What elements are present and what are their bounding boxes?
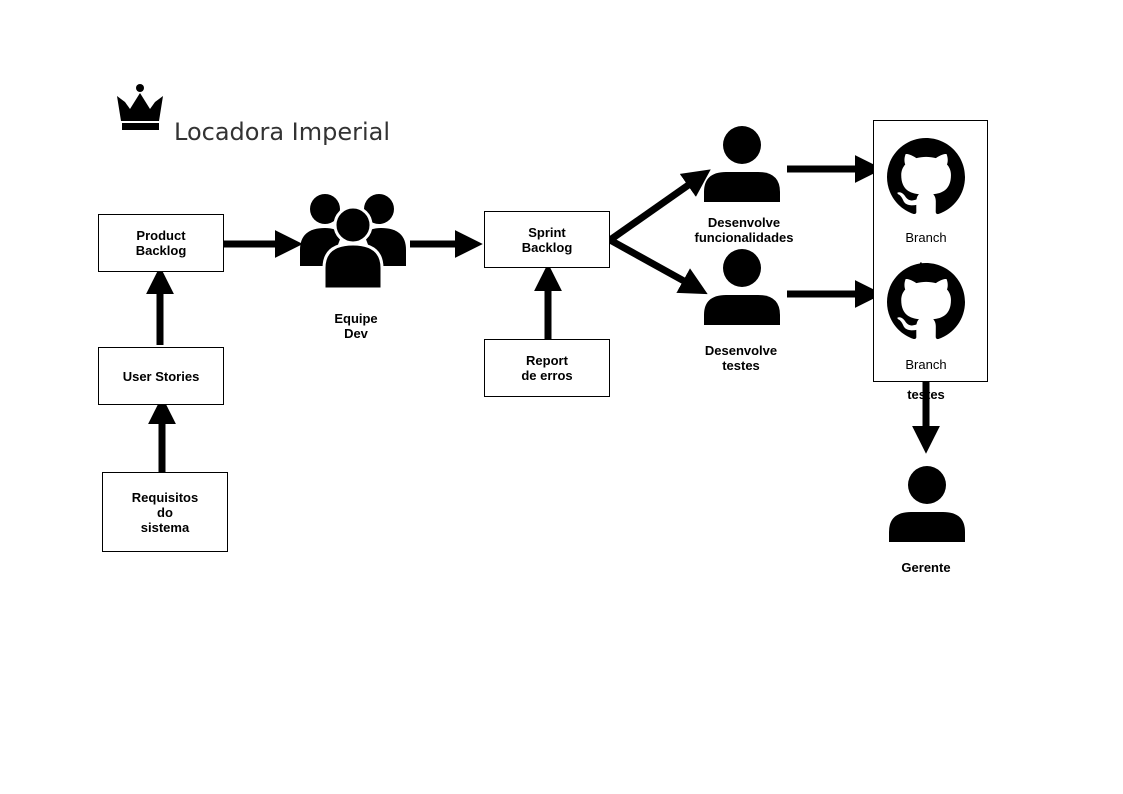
branch-testes-name: testes	[907, 387, 945, 402]
requisitos-label: Requisitos do sistema	[131, 489, 199, 535]
branch-word: Branch	[905, 230, 947, 245]
github-icon	[887, 263, 965, 340]
sprint-backlog-box: Sprint Backlog	[484, 211, 610, 268]
user-stories-box: User Stories	[98, 347, 224, 405]
brand-name: Locadora Imperial	[174, 118, 391, 146]
product-backlog-box: Product Backlog	[98, 214, 224, 272]
report-erros-box: Report de erros	[484, 339, 610, 397]
desenvolve-testes-label: Desenvolve testes	[704, 343, 778, 373]
person-icon	[704, 126, 780, 202]
gerente-label: Gerente	[901, 560, 951, 575]
github-icon	[887, 138, 965, 215]
report-erros-label: Report de erros	[521, 353, 573, 383]
branch-word: Branch	[905, 357, 947, 372]
arrow-sprint-to-funcionalidades	[607, 169, 711, 243]
team-icon	[300, 194, 406, 290]
sprint-backlog-label: Sprint Backlog	[521, 224, 573, 255]
arrow-sprint-to-testes	[608, 236, 708, 295]
equipe-dev-label: Equipe Dev	[334, 311, 378, 341]
branch-testes-label: Branch testes	[876, 342, 976, 417]
person-icon	[704, 249, 780, 325]
desenvolve-funcionalidades-label: Desenvolve funcionalidades	[694, 215, 794, 245]
requisitos-box: Requisitos do sistema	[102, 472, 228, 552]
person-icon	[889, 466, 965, 542]
crown-icon	[117, 84, 163, 130]
user-stories-label: User Stories	[122, 368, 200, 384]
product-backlog-label: Product Backlog	[135, 228, 187, 258]
